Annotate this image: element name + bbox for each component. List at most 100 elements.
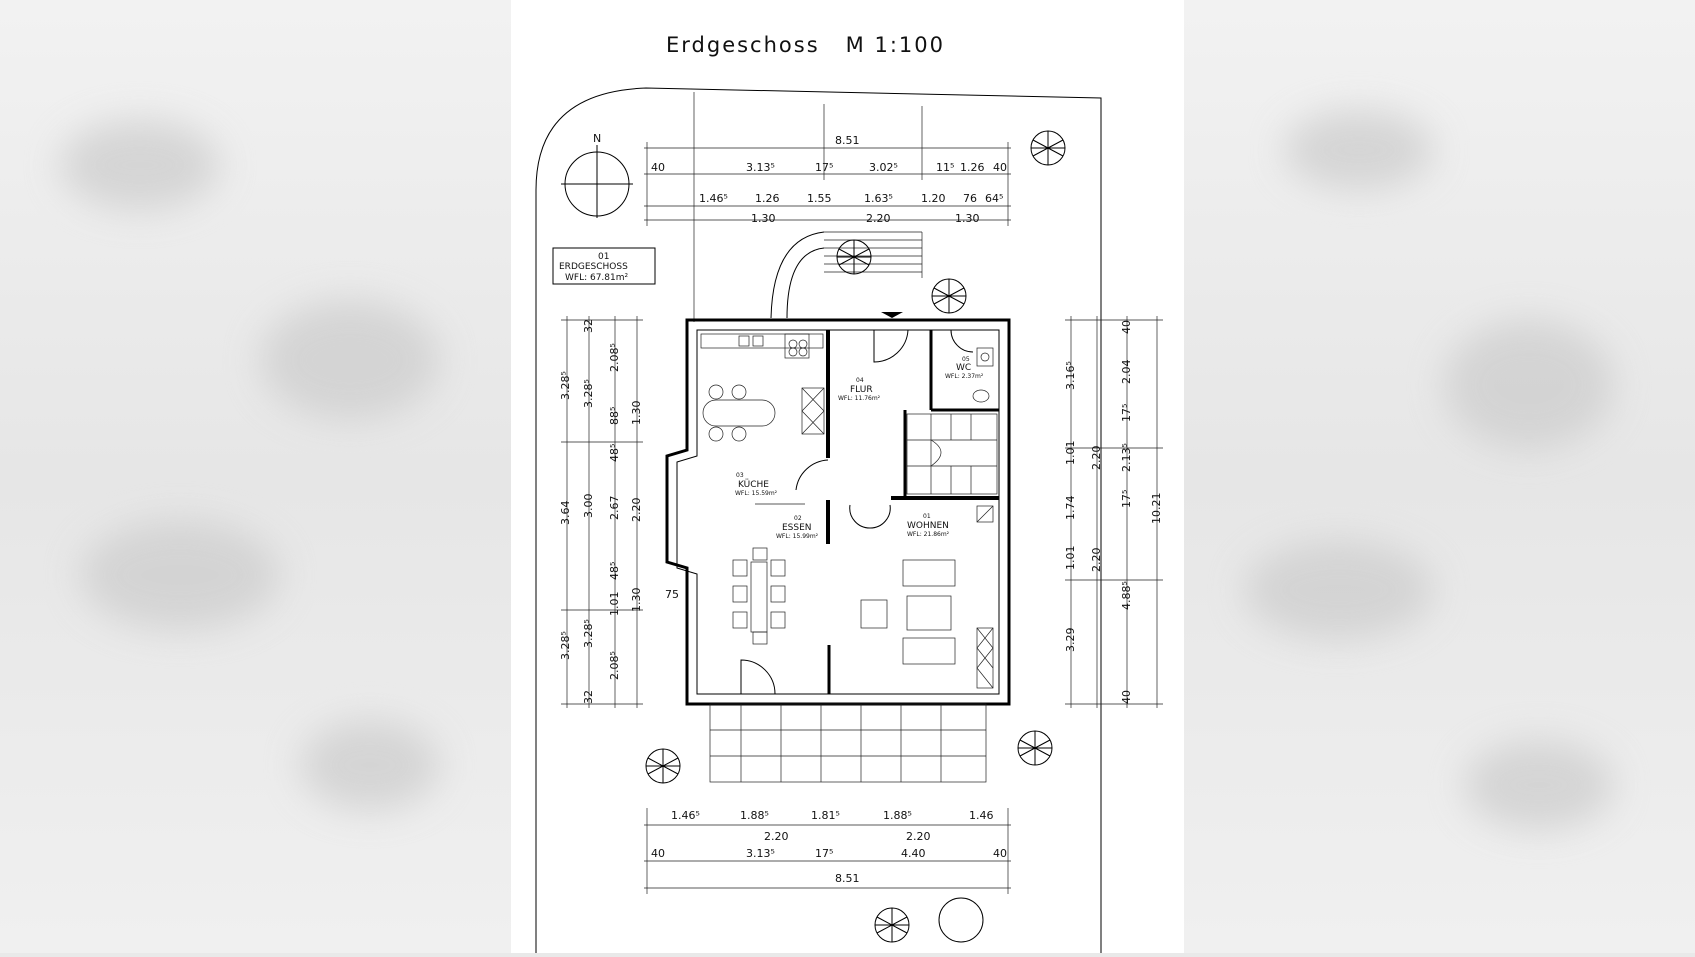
room-number: 03	[736, 472, 744, 479]
dim-right-c3-4: 17⁵	[1120, 490, 1133, 508]
dim-left-bay: 75	[665, 588, 679, 601]
lot-boundary	[535, 87, 1102, 953]
dim-left-c2-3: 3.28⁵	[582, 619, 595, 648]
dim-bottom-r1-1: 1.88⁵	[740, 809, 769, 822]
dim-top-r2-6: 64⁵	[985, 192, 1003, 205]
dim-bottom-r1-0: 1.46⁵	[671, 809, 700, 822]
dim-right-c3-6: 40	[1120, 690, 1133, 704]
dim-left-c1-0: 3.28⁵	[559, 371, 572, 400]
dim-top-r1-3: 3.02⁵	[869, 161, 898, 174]
dim-bottom-r3-3: 4.40	[901, 847, 926, 860]
dim-left-c3-2: 48⁵	[608, 444, 621, 462]
dim-right-c1-0: 3.16⁵	[1064, 361, 1077, 390]
dim-right-c1-3: 1.01	[1064, 546, 1077, 571]
north-label: N	[593, 132, 601, 145]
dim-top-r2-1: 1.26	[755, 192, 780, 205]
north-arrow: N	[561, 132, 633, 218]
dim-left-c2-1: 3.28⁵	[582, 379, 595, 408]
room-essen: 02 ESSEN WFL: 15.99m²	[776, 515, 819, 540]
dim-bottom-r1-4: 1.46	[969, 809, 994, 822]
room-number: 01	[923, 513, 931, 520]
blurred-background-left	[0, 0, 511, 953]
left-dimensions: 3.28⁵ 3.64 3.28⁵ 32 3.28⁵ 3.00 3.28⁵ 32 …	[559, 316, 679, 708]
dim-left-c4-2: 1.30	[630, 588, 643, 613]
room-name: WC	[956, 363, 971, 373]
dim-right-c1-1: 1.01	[1064, 441, 1077, 466]
dim-top-total: 8.51	[835, 134, 860, 147]
dim-top-r1-6: 40	[993, 161, 1007, 174]
dim-left-c3-1: 88⁵	[608, 407, 621, 425]
dim-top-r1-0: 40	[651, 161, 665, 174]
blurred-background-right	[1184, 0, 1695, 953]
living-furniture	[860, 505, 994, 689]
dim-left-c2-0: 32	[582, 319, 595, 333]
room-number: 02	[794, 515, 802, 522]
room-kueche: 03 KÜCHE WFL: 15.59m²	[735, 472, 778, 497]
interior-staircase	[906, 413, 998, 495]
dim-top-r2-5: 76	[963, 192, 977, 205]
dim-right-total: 10.21	[1150, 493, 1163, 525]
dim-left-c3-0: 2.08⁵	[608, 343, 621, 372]
building-walls	[665, 318, 1011, 706]
room-area: WFL: 21.86m²	[907, 531, 950, 538]
door-swings	[740, 329, 974, 695]
dim-right-c3-1: 2.04	[1120, 360, 1133, 385]
floor-area-box: 01 ERDGESCHOSS WFL: 67.81m²	[552, 247, 656, 285]
dim-top-r2-3: 1.63⁵	[864, 192, 893, 205]
room-flur: 04 FLUR WFL: 11.76m²	[838, 377, 881, 402]
dim-right-c1-2: 1.74	[1064, 496, 1077, 521]
room-wc: 05 WC WFL: 2.37m²	[945, 356, 984, 380]
right-dimensions: 3.16⁵ 1.01 1.74 1.01 3.29 2.20 2.20 40 2…	[1064, 316, 1163, 708]
dim-bottom-r1-2: 1.81⁵	[811, 809, 840, 822]
dim-top-r3-1: 2.20	[866, 212, 891, 225]
dim-bottom-r2-1: 2.20	[906, 830, 931, 843]
dim-right-c3-0: 40	[1120, 320, 1133, 334]
room-wohnen: 01 WOHNEN WFL: 21.86m²	[907, 513, 950, 538]
dim-left-c4-1: 2.20	[630, 498, 643, 523]
floor-number: 01	[598, 252, 609, 262]
kitchen-furniture	[700, 333, 825, 505]
room-number: 05	[962, 356, 970, 363]
dim-left-c2-2: 3.00	[582, 494, 595, 519]
dim-right-c2-0: 2.20	[1090, 446, 1103, 471]
dim-top-r1-1: 3.13⁵	[746, 161, 775, 174]
room-name: ESSEN	[782, 523, 812, 533]
floor-plan-drawing: Erdgeschoss M 1:100 N 01 ERDGESCHOSS WFL…	[535, 33, 1163, 953]
bottom-dimensions: 1.46⁵ 1.88⁵ 1.81⁵ 1.88⁵ 1.46 2.20 2.20 4…	[644, 808, 1011, 894]
floor-area: WFL: 67.81m²	[565, 273, 629, 283]
dim-top-r1-4: 11⁵	[936, 161, 954, 174]
dim-bottom-r3-4: 40	[993, 847, 1007, 860]
dim-bottom-r3-0: 40	[651, 847, 665, 860]
dim-bottom-r1-3: 1.88⁵	[883, 809, 912, 822]
dim-left-c1-2: 3.28⁵	[559, 631, 572, 660]
dim-bottom-r3-1: 3.13⁵	[746, 847, 775, 860]
dim-right-c3-5: 4.88⁵	[1120, 581, 1133, 610]
dim-bottom-r2-0: 2.20	[764, 830, 789, 843]
dim-left-c1-1: 3.64	[559, 501, 572, 526]
dim-top-r2-4: 1.20	[921, 192, 946, 205]
top-dimensions: 8.51 40 3.13⁵ 17⁵ 3.02⁵ 11⁵ 1.26 40 1.46…	[644, 92, 1011, 322]
room-name: FLUR	[850, 385, 873, 395]
dim-bottom-r3-2: 17⁵	[815, 847, 833, 860]
dim-left-c3-6: 2.08⁵	[608, 651, 621, 680]
dim-left-c2-4: 32	[582, 690, 595, 704]
room-number: 04	[856, 377, 864, 384]
dim-left-c3-3: 2.67	[608, 496, 621, 521]
dim-top-r2-0: 1.46⁵	[699, 192, 728, 205]
wc-fixtures	[972, 347, 994, 403]
terrace	[709, 703, 987, 783]
dim-right-c1-4: 3.29	[1064, 628, 1077, 653]
tree-icon	[645, 130, 1066, 943]
dim-left-c4-0: 1.30	[630, 401, 643, 426]
dim-bottom-total: 8.51	[835, 872, 860, 885]
dim-right-c3-2: 17⁵	[1120, 404, 1133, 422]
floor-plan-sheet: Erdgeschoss M 1:100 N 01 ERDGESCHOSS WFL…	[511, 0, 1184, 953]
dim-right-c3-3: 2.13⁵	[1120, 443, 1133, 472]
dim-left-c3-4: 48⁵	[608, 562, 621, 580]
room-name: WOHNEN	[907, 521, 949, 531]
drawing-title: Erdgeschoss M 1:100	[666, 33, 945, 57]
room-area: WFL: 15.99m²	[776, 533, 819, 540]
room-area: WFL: 11.76m²	[838, 395, 881, 402]
room-area: WFL: 15.59m²	[735, 490, 778, 497]
floor-name: ERDGESCHOSS	[559, 262, 628, 272]
